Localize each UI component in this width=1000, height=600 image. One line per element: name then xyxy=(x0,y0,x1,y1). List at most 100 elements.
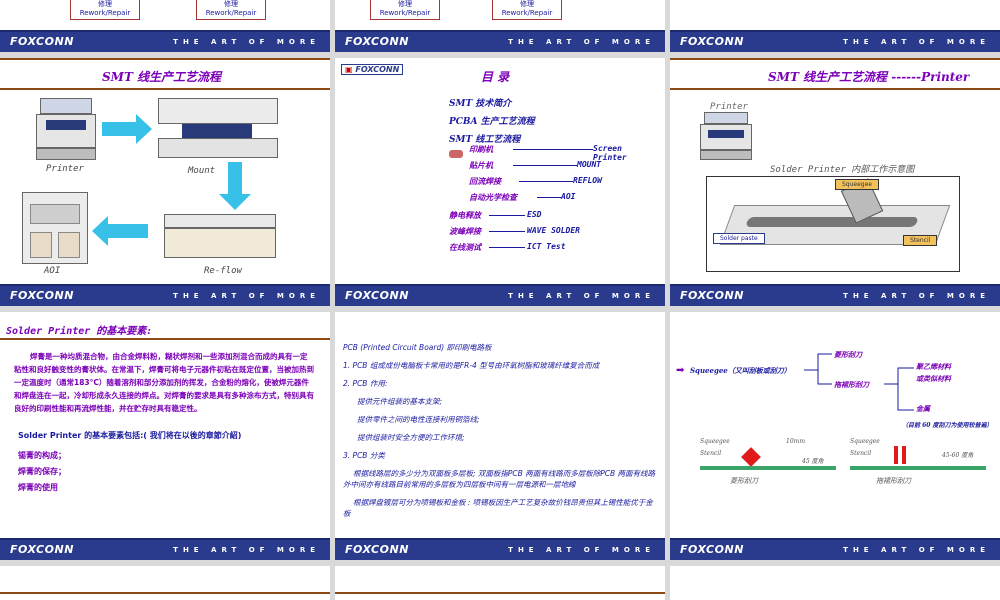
slide-footer: FOXCONN THE ART OF MORE xyxy=(670,538,1000,560)
reflow-label: Re-flow xyxy=(204,266,242,276)
footer-tagline: THE ART OF MORE xyxy=(843,292,990,300)
slide-footer: FOXCONN THE ART OF MORE xyxy=(670,30,1000,52)
text-line: 1. PCB 组成成份电脑板卡常用的是FR-4 型号由环氧树脂和玻璃纤维复合而成 xyxy=(343,361,600,370)
title-rule xyxy=(670,88,1000,90)
toc-extra-item[interactable]: 波峰焊接 WAVE SOLDER xyxy=(449,226,580,236)
diamond-squeegee-diagram: Squeegee Stencil 10mm 45 度角 菱形刮刀 xyxy=(700,436,840,496)
mount-machine-icon xyxy=(158,98,278,158)
foxconn-logo: FOXCONN xyxy=(345,35,409,48)
slide-title: SMT 线生产工艺流程 xyxy=(102,70,222,84)
toc-item[interactable]: SMT 技术简介 xyxy=(449,99,512,109)
arrow-right-icon xyxy=(102,122,138,136)
slide-row3-c[interactable] xyxy=(670,566,1000,600)
list-item: 焊膏的使用 xyxy=(18,483,58,492)
text-line: 3. PCB 分类 xyxy=(343,451,385,460)
text-line: 根据线路层的多少分为双面板多层板; 双面板指PCB 两面有线路而多层板除PCB … xyxy=(343,469,655,489)
arrow-left-head-icon xyxy=(92,216,108,246)
diagram-title: Solder Printer 内部工作示意图 xyxy=(770,165,915,175)
top-bar xyxy=(670,58,1000,60)
footer-tagline: THE ART OF MORE xyxy=(508,292,655,300)
toc-extra-item[interactable]: 静电释放 ESD xyxy=(449,210,542,220)
text-line: 2. PCB 作用: xyxy=(343,379,388,388)
tree-branch-1: 菱形刮刀 xyxy=(834,350,862,359)
foxconn-logo: FOXCONN xyxy=(10,35,74,48)
footer-tagline: THE ART OF MORE xyxy=(173,546,320,554)
aoi-label: AOI xyxy=(44,266,61,276)
tree-leaf-3: 金属 xyxy=(916,404,930,413)
foxconn-logo: FOXCONN xyxy=(10,289,74,302)
tree-branch-2: 拖裙形刮刀 xyxy=(834,380,869,389)
slide-footer: FOXCONN THE ART OF MORE xyxy=(0,284,330,306)
rework-box-2: 修理 Rework/Repair xyxy=(196,0,266,20)
stencil-label: Stencil xyxy=(903,235,938,246)
aoi-machine-icon xyxy=(22,182,88,264)
text-line: 提供组装时安全方便的工作环境; xyxy=(357,433,465,442)
paragraph: 焊膏是一种均质混合物，由合金焊料粉，糊状焊剂和一些添加剂混合而成的具有一定粘性和… xyxy=(14,352,314,413)
slide-row0-b[interactable]: 修理 Rework/Repair 修理 Rework/Repair FOXCON… xyxy=(335,0,665,52)
arrow-down-head-icon xyxy=(219,194,251,210)
drag-blade-icon xyxy=(894,446,898,464)
slide-pcb[interactable]: PCB (Printed Circuit Board) 即印刷电路板 1. PC… xyxy=(335,312,665,560)
text-line: 提供零件之间的电性连接利用铜箔线; xyxy=(357,415,480,424)
slide-row3-b[interactable] xyxy=(335,566,665,600)
slide-smt-flow[interactable]: SMT 线生产工艺流程 Printer Mount AOI Re-flow FO… xyxy=(0,58,330,306)
toc-sub-item[interactable]: 自动光学检查 AOI xyxy=(469,192,576,202)
printer-machine-icon xyxy=(36,98,96,160)
arrow-right-head-icon xyxy=(136,114,152,144)
slide-squeegee[interactable]: ➡ Squeegee（又叫刮板或刮刀） 菱形刮刀 拖裙形刮刀 聚乙烯材料 或类似… xyxy=(670,312,1000,560)
slide-footer: FOXCONN THE ART OF MORE xyxy=(0,30,330,52)
foxconn-logo: FOXCONN xyxy=(680,543,744,556)
toc-sub-item[interactable]: 贴片机 MOUNT xyxy=(469,160,602,170)
toc-extra-list: 静电释放 ESD 波峰焊接 WAVE SOLDER 在线测试 ICT Test xyxy=(449,210,659,258)
slide-footer: FOXCONN THE ART OF MORE xyxy=(335,30,665,52)
squeegee-label: Squeegee xyxy=(835,179,879,190)
drag-squeegee-diagram: Squeegee Stencil 45-60 度角 拖裙形刮刀 xyxy=(850,436,990,496)
tree-note: （目前 60 度刮刀为使用较普遍） xyxy=(902,422,993,429)
tree-root: Squeegee（又叫刮板或刮刀） xyxy=(690,366,791,375)
foxconn-logo: FOXCONN xyxy=(680,289,744,302)
text-line: 提供元件组装的基本支架; xyxy=(357,397,443,406)
subtitle: Solder Printer 的基本要素包括:( 我们将在以後的章節介紹) xyxy=(18,431,242,440)
tree-connectors xyxy=(804,353,914,411)
toc-sub-item[interactable]: 印刷机 Screen Printer xyxy=(469,144,627,162)
foxconn-logo: FOXCONN xyxy=(345,289,409,302)
slide-printer[interactable]: SMT 线生产工艺流程 ------Printer Printer Solder… xyxy=(670,58,1000,306)
toc-list: SMT 技术简介 PCBA 生产工艺流程 SMT 线工艺流程 xyxy=(449,96,659,148)
title-rule xyxy=(0,88,330,90)
reflow-machine-icon xyxy=(164,214,276,258)
slide-toc[interactable]: ▣ FOXCONN 目 录 SMT 技术简介 PCBA 生产工艺流程 SMT 线… xyxy=(335,58,665,306)
text-line: PCB (Printed Circuit Board) 即印刷电路板 xyxy=(343,343,492,352)
rework-box-1: 修理 Rework/Repair xyxy=(370,0,440,20)
bullet-list: 锡膏的构成； 焊膏的保存； 焊膏的使用 xyxy=(18,450,66,498)
footer-tagline: THE ART OF MORE xyxy=(843,38,990,46)
title-rule xyxy=(0,338,330,340)
slide-row0-a[interactable]: 修理 Rework/Repair 修理 Rework/Repair FOXCON… xyxy=(0,0,330,52)
top-bar xyxy=(0,58,330,60)
slide-row0-c[interactable]: FOXCONN THE ART OF MORE xyxy=(670,0,1000,52)
slide-row3-a[interactable] xyxy=(0,566,330,600)
toc-item[interactable]: PCBA 生产工艺流程 xyxy=(449,117,535,127)
foxconn-small-logo: ▣ FOXCONN xyxy=(341,64,404,75)
rework-box-2: 修理 Rework/Repair xyxy=(492,0,562,20)
solder-paste-bead xyxy=(745,217,919,227)
foxconn-logo: FOXCONN xyxy=(10,543,74,556)
toc-extra-item[interactable]: 在线测试 ICT Test xyxy=(449,242,566,252)
footer-tagline: THE ART OF MORE xyxy=(508,38,655,46)
slide-title: SMT 线生产工艺流程 ------Printer xyxy=(768,70,970,84)
list-item: 焊膏的保存； xyxy=(18,467,66,476)
solder-paste-label: Solder paste xyxy=(713,233,765,244)
mount-label: Mount xyxy=(188,166,216,176)
slide-footer: FOXCONN THE ART OF MORE xyxy=(0,538,330,560)
printer-label: Printer xyxy=(46,164,84,174)
slide-solder-basics[interactable]: Solder Printer 的基本要素: 焊膏是一种均质混合物，由合金焊料粉，… xyxy=(0,312,330,560)
printer-label: Printer xyxy=(710,102,748,112)
toc-item[interactable]: SMT 线工艺流程 xyxy=(449,135,521,145)
footer-tagline: THE ART OF MORE xyxy=(843,546,990,554)
arrow-right-icon: ➡ xyxy=(676,365,685,376)
tree-leaf-1: 聚乙烯材料 xyxy=(916,362,951,371)
slide-footer: FOXCONN THE ART OF MORE xyxy=(335,538,665,560)
slide-title: 目 录 xyxy=(481,70,510,84)
toc-sub-item[interactable]: 回流焊接 REFLOW xyxy=(469,176,602,186)
rework-box-1: 修理 Rework/Repair xyxy=(70,0,140,20)
list-item: 锡膏的构成； xyxy=(18,451,66,460)
